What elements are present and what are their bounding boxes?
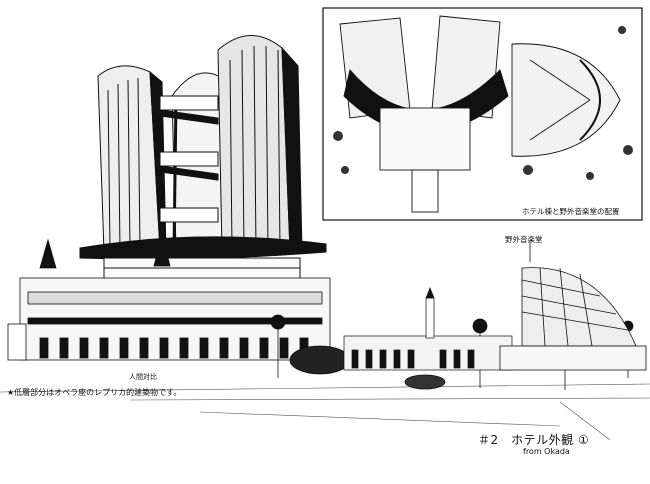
colonnade [343,287,513,371]
trees [270,311,634,390]
human-scale-label: 人間対比 [129,373,157,381]
outdoor-hall-label: 野外音楽堂 [505,235,543,244]
credit-line: from Okada [523,447,570,456]
site-plan-inset [322,7,643,221]
outdoor-hall-dome [499,242,647,371]
lowrise-note: ★低層部分はオペラ座のレプリカ的建築物です。 [7,388,182,397]
ground [0,383,650,441]
sheet-title: ＃2 ホテル外観 ① [478,433,590,447]
site-plan-caption: ホテル棟と野外音楽堂の配置 [522,207,620,216]
hotel-tower [79,35,327,281]
